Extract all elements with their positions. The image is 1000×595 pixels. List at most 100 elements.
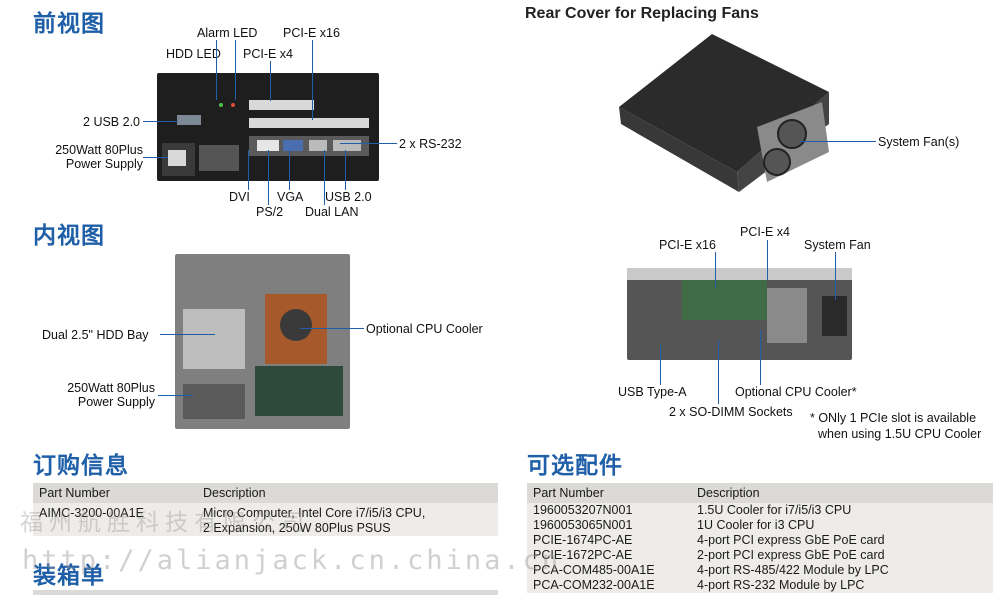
ordering-col-part: Part Number <box>33 483 197 503</box>
rear-cover-image <box>617 32 832 192</box>
usb-type-a-label: USB Type-A <box>618 385 687 399</box>
usb-bottom-label: USB 2.0 <box>325 190 372 204</box>
accessory-desc: 1.5U Cooler for i7/i5/i3 CPU <box>691 503 993 518</box>
cpu-fan <box>280 309 312 341</box>
leader-vga <box>289 150 290 190</box>
rs232-label: 2 x RS-232 <box>399 137 462 151</box>
vga-label: VGA <box>277 190 304 204</box>
watermark-company: 福州航胜科技有限公司 <box>20 510 310 536</box>
accessories-col-desc: Description <box>691 483 993 503</box>
leader-rs232 <box>340 143 397 144</box>
leader-cpu-cooler <box>300 328 364 329</box>
ordering-table: Part Number Description AIMC-3200-00A1E … <box>33 483 498 536</box>
psu-socket <box>168 150 186 166</box>
accessories-header-row: Part Number Description <box>527 483 993 503</box>
ordering-title: 订购信息 <box>33 453 129 479</box>
table-row: AIMC-3200-00A1E Micro Computer, Intel Co… <box>33 503 498 536</box>
rear-cover-drawing <box>619 34 829 192</box>
leader-pcie-x4 <box>270 61 271 101</box>
dvi-port <box>257 140 279 151</box>
pcie-riser <box>682 280 767 320</box>
accessory-part: PCIE-1674PC-AE <box>527 533 691 548</box>
leader-dual-lan <box>324 150 325 205</box>
psu-front-label-2: Power Supply <box>65 157 143 171</box>
dvi-label: DVI <box>229 190 250 204</box>
leader-pcie-x16 <box>312 40 313 120</box>
ps2-label: PS/2 <box>256 205 284 219</box>
table-row: 1960053065N001 1U Cooler for i3 CPU <box>527 518 993 533</box>
watermark-url: http://alianjack.cn.china.cn <box>22 545 562 576</box>
system-fans-label: System Fan(s) <box>878 135 960 149</box>
accessory-part: PCIE-1672PC-AE <box>527 548 691 563</box>
inner2-system-fan-label: System Fan <box>804 238 871 252</box>
accessory-desc: 1U Cooler for i3 CPU <box>691 518 993 533</box>
table-row: PCA-COM232-00A1E 4-port RS-232 Module by… <box>527 578 993 593</box>
inner2-pcie-x16-label: PCI-E x16 <box>659 238 716 252</box>
ordering-desc-line-1: Micro Computer, Intel Core i7/i5/i3 CPU, <box>203 506 426 520</box>
leader-hdd-led <box>216 40 217 100</box>
packing-title: 装箱单 <box>33 563 105 589</box>
ordering-part: AIMC-3200-00A1E <box>33 503 197 536</box>
pcie-slot-bracket-2 <box>249 118 369 128</box>
leader-usb-bottom <box>345 150 346 190</box>
inner2-image <box>627 268 852 360</box>
leader-usb-front <box>143 121 178 122</box>
chassis-top-edge <box>627 268 852 280</box>
leader-psu-front <box>143 157 168 158</box>
hdd-led <box>219 103 223 107</box>
leader-hdd-bay <box>160 334 215 335</box>
vga-port <box>283 140 303 151</box>
note-line-2: when using 1.5U CPU Cooler <box>818 427 982 441</box>
leader-inner2-cpu-cooler <box>760 330 761 385</box>
leader-usb-type-a <box>660 345 661 385</box>
accessory-desc: 4-port RS-485/422 Module by LPC <box>691 563 993 578</box>
ordering-desc: Micro Computer, Intel Core i7/i5/i3 CPU,… <box>197 503 498 536</box>
leader-psu-inner <box>158 395 193 396</box>
cooler-area <box>767 288 807 343</box>
table-row: 1960053207N001 1.5U Cooler for i7/i5/i3 … <box>527 503 993 518</box>
table-row: PCA-COM485-00A1E 4-port RS-485/422 Modul… <box>527 563 993 578</box>
system-fan <box>822 296 847 336</box>
leader-ps2 <box>268 150 269 205</box>
rs232-ports <box>333 140 361 151</box>
packing-table-header <box>33 590 498 595</box>
dual-lan-label: Dual LAN <box>305 205 359 219</box>
usb-port-pair <box>177 115 201 125</box>
leader-system-fans <box>800 141 876 142</box>
accessory-part: PCA-COM485-00A1E <box>527 563 691 578</box>
note-line-1: * ONly 1 PCIe slot is available <box>810 411 977 425</box>
leader-inner2-system-fan <box>835 252 836 300</box>
rear-cover-title: Rear Cover for Replacing Fans <box>525 5 759 22</box>
psu-front-label-1: 250Watt 80Plus <box>55 143 143 157</box>
psu-inner-label-1: 250Watt 80Plus <box>67 381 155 395</box>
front-device-image <box>157 73 379 181</box>
hdd-drive <box>183 309 245 369</box>
psu-fan-grille <box>199 145 239 171</box>
accessory-desc: 4-port RS-232 Module by LPC <box>691 578 993 593</box>
leader-inner2-pcie-x16 <box>715 252 716 288</box>
leader-sodimm <box>718 340 719 404</box>
accessories-col-part: Part Number <box>527 483 691 503</box>
accessory-part: PCA-COM232-00A1E <box>527 578 691 593</box>
inner2-cpu-cooler-label: Optional CPU Cooler* <box>735 385 857 399</box>
lan-ports <box>309 140 327 151</box>
accessory-desc: 2-port PCI express GbE PoE card <box>691 548 993 563</box>
ordering-col-desc: Description <box>197 483 498 503</box>
inner-view-title: 内视图 <box>33 223 105 249</box>
leader-inner2-pcie-x4 <box>767 240 768 280</box>
pcie-x4-label: PCI-E x4 <box>243 47 294 61</box>
ordering-header-row: Part Number Description <box>33 483 498 503</box>
table-row: PCIE-1674PC-AE 4-port PCI express GbE Po… <box>527 533 993 548</box>
accessory-part: 1960053207N001 <box>527 503 691 518</box>
motherboard <box>255 366 343 416</box>
hdd-led-label: HDD LED <box>166 47 221 61</box>
accessories-title: 可选配件 <box>527 453 623 479</box>
inner2-pcie-x4-label: PCI-E x4 <box>740 225 791 239</box>
accessories-table: Part Number Description 1960053207N001 1… <box>527 483 993 593</box>
inner-view-image <box>175 254 350 429</box>
hdd-bay-label: Dual 2.5" HDD Bay <box>42 328 149 342</box>
alarm-led-label: Alarm LED <box>197 26 258 40</box>
psu-unit <box>183 384 245 419</box>
sodimm-label: 2 x SO-DIMM Sockets <box>669 405 793 419</box>
leader-alarm-led <box>235 40 236 100</box>
